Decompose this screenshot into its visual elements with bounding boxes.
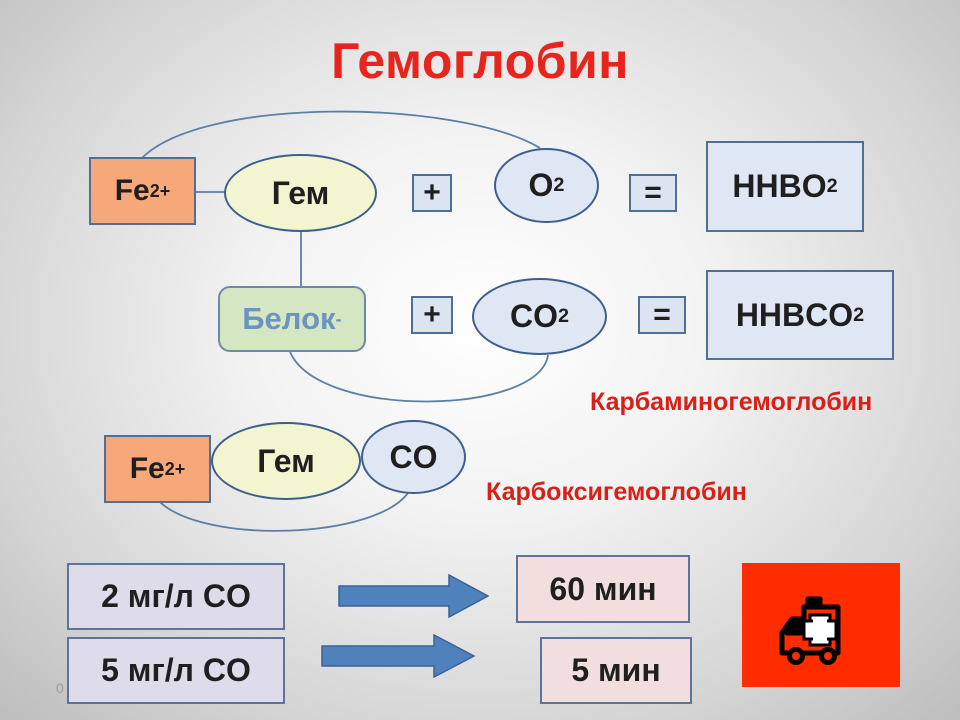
plus-sign-2: + [411, 296, 453, 334]
ambulance-icon [779, 596, 841, 665]
hhbo2-label: HHBO [732, 168, 827, 204]
ambulance-panel [742, 563, 900, 687]
page-title: Гемоглобин [331, 33, 629, 89]
carbaminohemoglobin-label: Карбаминогемоглобин [590, 388, 873, 416]
fe-o2-connector [139, 110, 541, 161]
equals-sign-2: = [638, 296, 686, 334]
time-box-2: 5 мин [540, 637, 692, 704]
hhbco2-label: HHBCO [735, 296, 854, 333]
right-arrow-icon [338, 573, 490, 619]
dose-box-2: 5 мг/л CO [67, 637, 285, 704]
gem-oval-2: Гем [211, 422, 361, 500]
co2-label: CO [509, 298, 558, 334]
fe-label-2: Fe [129, 452, 165, 485]
protein-co2-connector [289, 351, 549, 403]
o2-label: O [528, 167, 554, 203]
gem-label-2: Гем [257, 442, 315, 479]
time-box-1: 60 мин [516, 555, 690, 623]
co-label: CO [389, 438, 438, 475]
fe-label: Fe [114, 174, 150, 207]
equals-sign: = [629, 174, 677, 212]
dose-box-1: 2 мг/л CO [67, 563, 285, 630]
protein-box: Белок- [218, 286, 366, 352]
right-arrow-icon-2 [321, 633, 476, 679]
fe-co-connector [157, 489, 411, 532]
o2-subscript: 2 [553, 174, 565, 196]
page-number: 0 [56, 680, 64, 696]
plus-sign: + [412, 174, 452, 212]
hhbco2-subscript: 2 [853, 303, 865, 326]
co2-subscript: 2 [557, 305, 570, 327]
protein-label: Белок [242, 301, 336, 336]
gem-label: Гем [271, 174, 330, 211]
gem-oval: Гем [224, 154, 377, 232]
carboxyhemoglobin-label: Карбоксигемоглобин [486, 478, 747, 506]
co-oval: CO [361, 420, 466, 494]
hhbo2-subscript: 2 [826, 175, 838, 197]
